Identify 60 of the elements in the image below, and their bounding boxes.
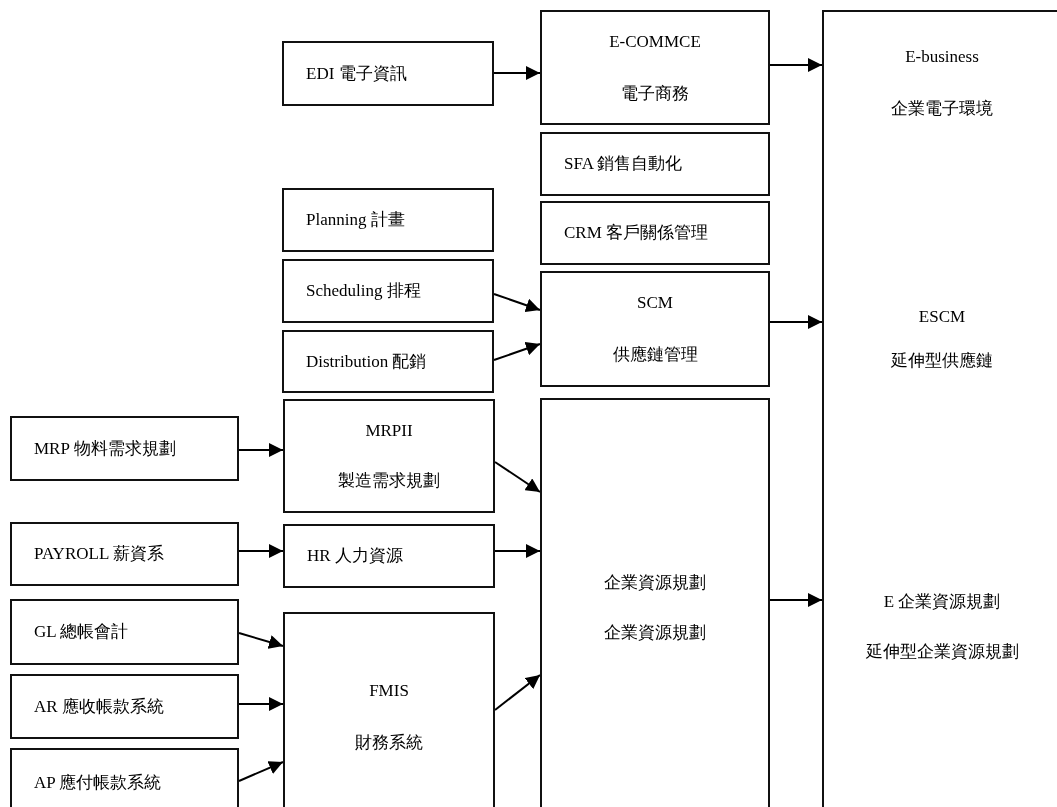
box-label: 企業電子環境 (890, 99, 994, 119)
box-label: SFA 銷售自動化 (564, 154, 683, 174)
arrow (769, 315, 823, 329)
process-box (540, 398, 770, 807)
process-box (282, 259, 494, 323)
box-label: E-COMMCE (609, 31, 701, 52)
process-box (10, 416, 239, 481)
process-box (540, 271, 770, 387)
box-label: E 企業資源規劃 (882, 592, 1002, 612)
box-label: 財務系統 (355, 733, 423, 753)
process-box (10, 522, 239, 586)
arrow (494, 544, 541, 558)
box-label: MRPII (365, 421, 413, 441)
box-label: PAYROLL 薪資系 (34, 544, 164, 564)
arrow (493, 293, 541, 312)
arrow (494, 461, 541, 493)
box-label: MRP 物料需求規劃 (34, 438, 176, 459)
box-label: Scheduling 排程 (306, 281, 421, 301)
process-box (283, 524, 495, 588)
process-box (10, 674, 239, 739)
box-label: EDI 電子資訊 (306, 63, 407, 84)
arrow (238, 443, 284, 457)
process-box (283, 612, 495, 807)
process-box (282, 41, 494, 106)
box-label: Planning 計畫 (306, 210, 405, 230)
box-label: 企業資源規劃 (604, 623, 706, 643)
box-label: SCM (637, 293, 673, 313)
box-label: 企業資源規劃 (604, 573, 706, 593)
box-label: FMIS (369, 681, 409, 701)
process-box (10, 599, 239, 665)
box-label: CRM 客戶關係管理 (564, 223, 709, 243)
arrow (769, 593, 823, 607)
arrow (238, 632, 284, 649)
arrow (493, 66, 541, 80)
box-label: 供應鏈管理 (612, 345, 698, 365)
process-box (822, 10, 1057, 807)
process-box (540, 10, 770, 125)
box-label: HR 人力資源 (307, 546, 403, 566)
box-label: 延伸型企業資源規劃 (864, 642, 1020, 662)
box-label: AP 應付帳款系統 (34, 773, 162, 793)
box-label: Distribution 配銷 (306, 351, 427, 372)
arrow (238, 544, 284, 558)
process-box (10, 748, 239, 807)
arrow (769, 58, 823, 72)
process-box (282, 188, 494, 252)
arrow (238, 697, 284, 711)
process-box (282, 330, 494, 393)
box-label: GL 總帳會計 (34, 622, 129, 642)
box-label: 電子商務 (621, 83, 689, 104)
arrow (238, 761, 284, 782)
arrow (493, 342, 541, 361)
process-box (283, 399, 495, 513)
box-label: AR 應收帳款系統 (34, 696, 164, 717)
box-label: ESCM (917, 307, 967, 327)
box-label: E-business (904, 47, 980, 67)
process-box (540, 201, 770, 265)
box-label: 製造需求規劃 (338, 471, 440, 491)
box-label: 延伸型供應鏈 (890, 351, 994, 371)
arrow (494, 674, 541, 711)
process-box (540, 132, 770, 196)
